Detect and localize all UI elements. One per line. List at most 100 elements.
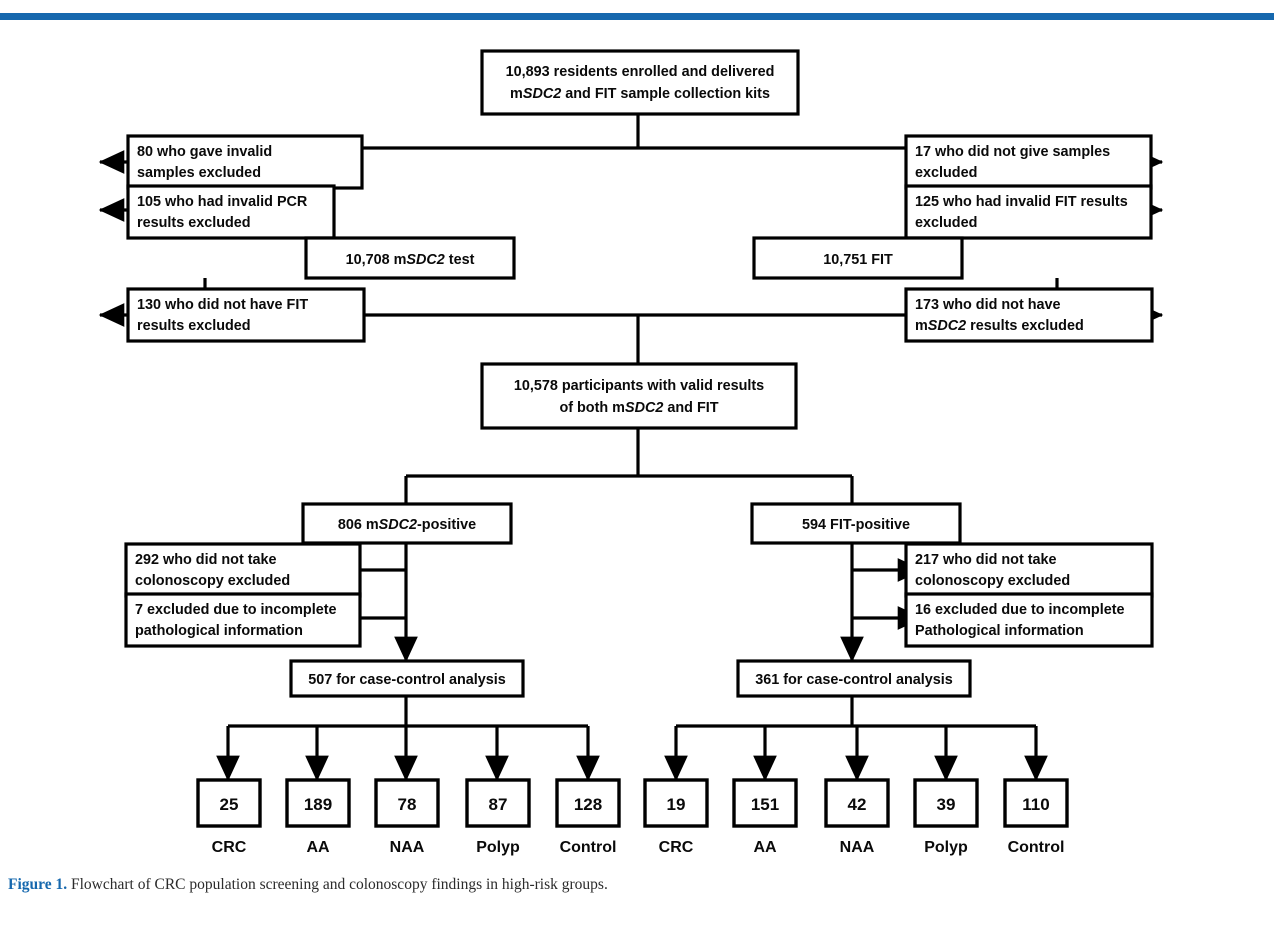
terminal-label: NAA	[390, 839, 425, 856]
node-right-analysis: 361 for case-control analysis	[736, 659, 972, 698]
node-excl-right-no-colo: 217 who did not take colonoscopy exclude…	[904, 542, 1154, 598]
terminal-box: 189 AA	[285, 778, 351, 856]
terminal-value: 78	[398, 795, 417, 814]
terminal-label: AA	[306, 839, 330, 856]
msdc2-test-italic: SDC2	[406, 252, 444, 268]
terminal-box: 25 CRC	[196, 778, 262, 856]
terminal-box: 78 NAA	[374, 778, 440, 856]
flowchart-figure: 10,893 residents enrolled and delivered …	[0, 24, 1274, 864]
terminal-label: CRC	[659, 839, 694, 856]
terminal-label: CRC	[212, 839, 247, 856]
excl-invalid-fit-line2: excluded	[915, 215, 977, 231]
terminal-value: 110	[1022, 795, 1049, 814]
terminal-value: 42	[848, 795, 867, 814]
excl-right-no-colo-line1: 217 who did not take	[915, 552, 1057, 568]
terminal-label: Polyp	[476, 839, 520, 856]
excl-invalid-pcr-line2: results excluded	[137, 215, 251, 231]
excl-no-msdc2-results-line1: 173 who did not have	[915, 297, 1061, 313]
terminal-label: Control	[560, 839, 617, 856]
terminal-value: 189	[304, 795, 332, 814]
msdc2-test-post: test	[445, 252, 475, 268]
node-fit-test: 10,751 FIT	[752, 236, 964, 280]
excl-right-incomplete-line1: 16 excluded due to incomplete	[915, 602, 1125, 618]
excl-invalid-fit-line1: 125 who had invalid FIT results	[915, 194, 1128, 210]
figure-caption-text: Flowchart of CRC population screening an…	[67, 876, 608, 893]
node-excl-invalid-fit: 125 who had invalid FIT results excluded	[904, 184, 1153, 240]
msdc2-positive-italic: SDC2	[379, 517, 417, 533]
figure-caption: Figure 1. Flowchart of CRC population sc…	[8, 874, 1208, 896]
excl-no-msdc2-italic: SDC2	[928, 318, 966, 334]
node-both-valid: 10,578 participants with valid results o…	[480, 362, 798, 430]
terminal-value: 151	[751, 795, 779, 814]
excl-invalid-pcr-line1: 105 who had invalid PCR	[137, 194, 308, 210]
both-valid-post: and FIT	[663, 400, 718, 416]
both-valid-pre: of both m	[559, 400, 625, 416]
terminal-label: AA	[753, 839, 777, 856]
msdc2-positive-post: -positive	[417, 517, 476, 533]
excl-no-msdc2-results-line2: mSDC2 results excluded	[915, 318, 1084, 334]
excl-left-incomplete-line2: pathological information	[135, 623, 303, 639]
terminal-label: NAA	[840, 839, 875, 856]
excl-invalid-samples-line2: samples excluded	[137, 165, 261, 181]
excl-left-no-colo-line2: colonoscopy excluded	[135, 573, 290, 589]
terminal-box: 128 Control	[555, 778, 621, 856]
terminal-box: 42 NAA	[824, 778, 890, 856]
msdc2-test-pre: 10,708 m	[346, 252, 407, 268]
node-excl-no-msdc2-results: 173 who did not have mSDC2 results exclu…	[904, 287, 1154, 343]
terminal-box: 87 Polyp	[465, 778, 531, 856]
excl-left-incomplete-line1: 7 excluded due to incomplete	[135, 602, 337, 618]
figure-number-label: Figure 1.	[8, 876, 68, 893]
excl-invalid-samples-line1: 80 who gave invalid	[137, 144, 272, 160]
fit-positive-text: 594 FIT-positive	[802, 517, 910, 533]
excl-right-incomplete-line2: Pathological information	[915, 623, 1084, 639]
enrolled-line2: mSDC2 and FIT sample collection kits	[510, 86, 770, 102]
node-fit-positive: 594 FIT-positive	[750, 502, 962, 545]
terminal-box: 19 CRC	[643, 778, 709, 856]
node-left-analysis: 507 for case-control analysis	[289, 659, 525, 698]
terminal-label: Polyp	[924, 839, 968, 856]
node-excl-invalid-pcr: 105 who had invalid PCR results excluded	[126, 184, 336, 240]
msdc2-positive-text: 806 mSDC2-positive	[338, 517, 476, 533]
node-excl-right-incomplete: 16 excluded due to incomplete Pathologic…	[904, 592, 1154, 648]
both-valid-italic: SDC2	[625, 400, 663, 416]
enrolled-line2-pre: m	[510, 86, 523, 102]
left-analysis-text: 507 for case-control analysis	[308, 672, 506, 688]
excl-no-fit-results-line1: 130 who did not have FIT	[137, 297, 308, 313]
terminal-value: 128	[574, 795, 602, 814]
excl-no-samples-line1: 17 who did not give samples	[915, 144, 1110, 160]
excl-right-no-colo-line2: colonoscopy excluded	[915, 573, 1070, 589]
page-top-rule	[0, 13, 1274, 20]
enrolled-line1: 10,893 residents enrolled and delivered	[506, 64, 775, 80]
right-analysis-text: 361 for case-control analysis	[755, 672, 953, 688]
msdc2-positive-pre: 806 m	[338, 517, 379, 533]
excl-left-no-colo-line1: 292 who did not take	[135, 552, 277, 568]
node-excl-no-fit-results: 130 who did not have FIT results exclude…	[126, 287, 366, 343]
fit-test-text: 10,751 FIT	[823, 252, 893, 268]
node-msdc2-positive: 806 mSDC2-positive	[301, 502, 513, 545]
excl-no-samples-line2: excluded	[915, 165, 977, 181]
node-msdc2-test: 10,708 mSDC2 test	[304, 236, 516, 280]
terminal-group-right: 19 CRC 151 AA 42 NAA 39 Polyp 110 Contro…	[643, 778, 1069, 856]
terminal-box: 110 Control	[1003, 778, 1069, 856]
node-excl-invalid-samples: 80 who gave invalid samples excluded	[126, 134, 364, 190]
terminal-value: 87	[489, 795, 508, 814]
node-excl-left-incomplete: 7 excluded due to incomplete pathologica…	[124, 592, 362, 648]
both-valid-line1: 10,578 participants with valid results	[514, 378, 764, 394]
terminal-label: Control	[1008, 839, 1065, 856]
excl-no-msdc2-pre: m	[915, 318, 928, 334]
msdc2-test-text: 10,708 mSDC2 test	[346, 252, 475, 268]
flowchart-svg: 10,893 residents enrolled and delivered …	[98, 49, 1164, 856]
excl-no-msdc2-post: results excluded	[966, 318, 1084, 334]
terminal-group-left: 25 CRC 189 AA 78 NAA 87 Polyp 128 Contro…	[196, 778, 621, 856]
excl-no-fit-results-line2: results excluded	[137, 318, 251, 334]
enrolled-line2-post: and FIT sample collection kits	[561, 86, 770, 102]
terminal-value: 39	[937, 795, 956, 814]
both-valid-line2: of both mSDC2 and FIT	[559, 400, 718, 416]
terminal-value: 25	[220, 795, 239, 814]
terminal-value: 19	[667, 795, 686, 814]
enrolled-line2-italic: SDC2	[523, 86, 561, 102]
terminal-box: 39 Polyp	[913, 778, 979, 856]
terminal-box: 151 AA	[732, 778, 798, 856]
node-enrolled: 10,893 residents enrolled and delivered …	[480, 49, 800, 116]
node-excl-left-no-colo: 292 who did not take colonoscopy exclude…	[124, 542, 362, 598]
